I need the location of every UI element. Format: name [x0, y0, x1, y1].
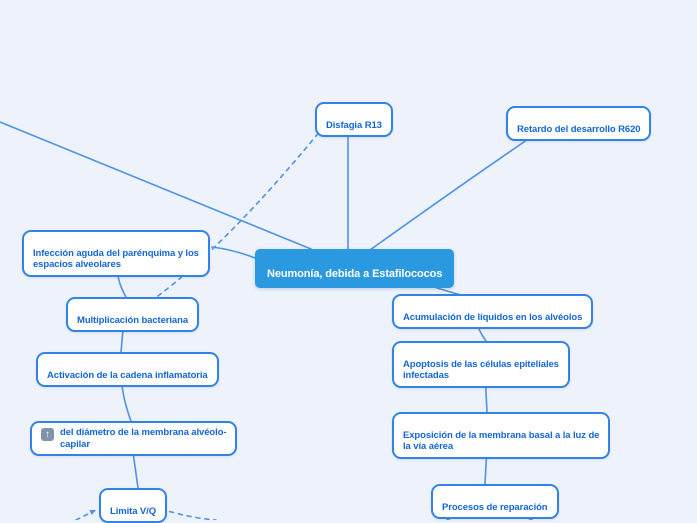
node-infeccion-label: Infección aguda del parénquima y los esp… [33, 247, 199, 271]
node-apoptosis-label: Apoptosis de las células epiteliales inf… [403, 358, 559, 382]
edge-dashed-multiplicacion-disfagia [157, 129, 322, 297]
node-diametro-label: del diámetro de la membrana alvéolo- cap… [60, 427, 227, 450]
node-acumulacion-liquidos[interactable]: Acumulación de líquidos en los alvéolos [392, 294, 594, 330]
node-disfagia-label: Disfagia R13 [326, 119, 382, 131]
node-acumulacion-label: Acumulación de líquidos en los alvéolos [403, 311, 583, 323]
edge-central-infeccion [211, 246, 256, 259]
node-activacion-label: Activación de la cadena inflamatoria [47, 369, 208, 381]
arrow-up-icon: ↑ [41, 428, 54, 441]
arrowhead-limita [89, 510, 96, 515]
node-disfagia[interactable]: Disfagia R13 [315, 102, 393, 138]
node-activacion-cadena[interactable]: Activación de la cadena inflamatoria [36, 352, 219, 388]
node-procesos-label: Procesos de reparación [442, 501, 548, 513]
edge-diametro-limita [132, 451, 139, 489]
edge-dashed-offscreen-limita [75, 511, 93, 520]
node-apoptosis-celulas[interactable]: Apoptosis de las células epiteliales inf… [392, 341, 570, 388]
node-limita-label: Limita V/Q [110, 505, 156, 517]
node-multiplicacion-bacteriana[interactable]: Multiplicación bacteriana [66, 297, 199, 333]
central-topic[interactable]: Neumonía, debida a Estafilococos [255, 249, 455, 288]
node-diametro-membrana[interactable]: ↑ del diámetro de la membrana alvéolo- c… [30, 421, 238, 457]
node-exposicion-membrana[interactable]: Exposición de la membrana basal a la luz… [392, 412, 611, 459]
edge-central-retardo [369, 130, 541, 251]
central-topic-label: Neumonía, debida a Estafilococos [267, 268, 443, 281]
node-exposicion-label: Exposición de la membrana basal a la luz… [403, 429, 600, 453]
node-retardo-desarrollo[interactable]: Retardo del desarrollo R620 [506, 106, 652, 142]
node-procesos-reparacion[interactable]: Procesos de reparación [431, 484, 559, 520]
edge-offscreen-central [0, 121, 312, 250]
node-infeccion-aguda[interactable]: Infección aguda del parénquima y los esp… [22, 230, 210, 277]
edge-dashed-limita-offscreen [160, 508, 217, 520]
node-retardo-label: Retardo del desarrollo R620 [517, 123, 641, 135]
node-multiplicacion-label: Multiplicación bacteriana [77, 314, 188, 326]
node-limita-vq[interactable]: Limita V/Q [99, 488, 167, 523]
